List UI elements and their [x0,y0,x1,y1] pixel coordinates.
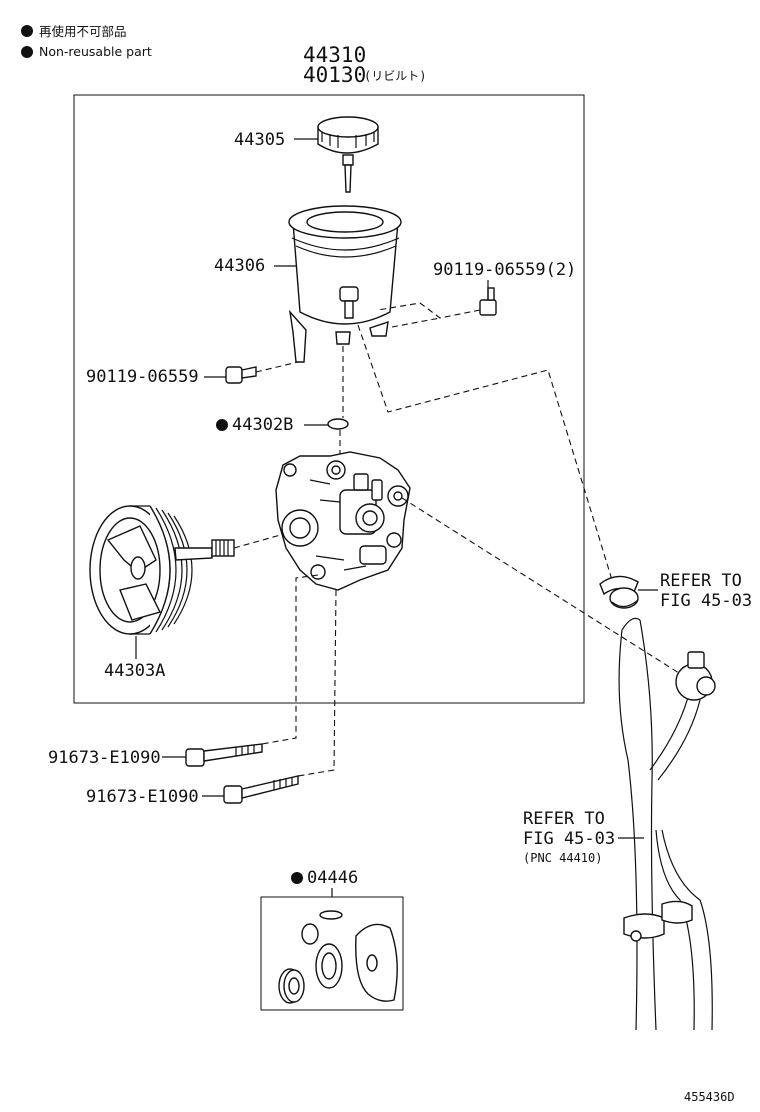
reservoir [288,205,402,363]
assembly-rebuilt-note: (リビルト) [364,69,426,83]
legend: 再使用不可部品 Non-reusable part [21,24,152,59]
pulley [89,505,235,635]
non-reusable-bullet-icon [21,25,33,37]
label-reservoir-cap: 44305 [234,130,285,150]
label-pulley: 44303A [104,661,165,681]
assembly-rebuilt-number: 40130 [303,63,366,87]
label-gasket-kit: 04446 [307,868,358,888]
hose-ref-line1: REFER TO [523,809,605,829]
assembly-header: 44310 40130 (リビルト) [303,43,426,87]
assembly-number: 44310 [303,43,366,67]
label-bolt-reservoir-left: 90119-06559 [86,367,199,387]
label-bolt-reservoir-right: 90119-06559(2) [433,260,576,280]
oring [327,418,349,430]
label-bolt-upper: 91673-E1090 [48,748,161,768]
label-oring: 44302B [232,415,293,435]
hose-ref-line2: FIG 45-03 [523,829,615,849]
figure-id: 455436D [684,1090,735,1104]
gasket-kit-frame [260,896,404,1011]
bolt-reservoir-left [225,366,257,384]
hose-clamp [599,575,639,609]
pump-body [275,451,411,591]
non-reusable-bullet-icon [216,419,228,431]
non-reusable-bullet-icon [291,872,303,884]
legend-en: Non-reusable part [39,44,152,59]
label-bolt-lower: 91673-E1090 [86,787,199,807]
hose-ref-line3: (PNC 44410) [523,851,602,865]
assembly-frame [73,94,585,704]
bolt-upper [185,743,263,767]
non-reusable-bullet-icon [21,46,33,58]
legend-jp: 再使用不可部品 [39,24,127,39]
reservoir-cap [317,116,379,193]
bolt-lower [223,775,299,804]
clamp-ref-line1: REFER TO [660,571,742,591]
gasket-kit [278,910,398,1004]
pressure-hose [618,617,716,1031]
clamp-ref-line2: FIG 45-03 [660,591,752,611]
label-reservoir: 44306 [214,256,265,276]
